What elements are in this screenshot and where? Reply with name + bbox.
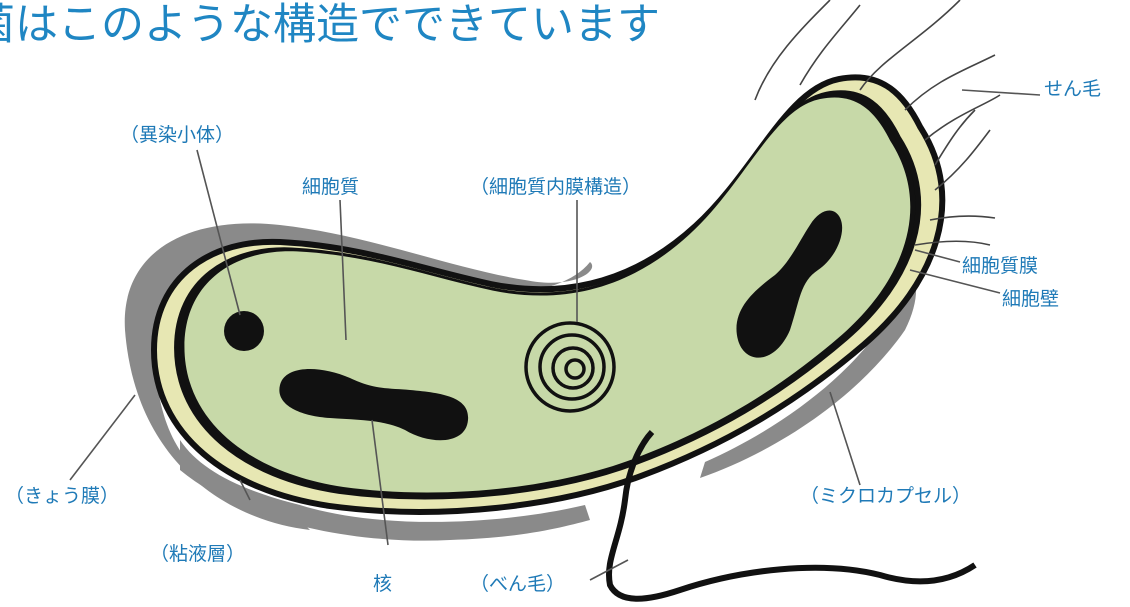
label-capsule: （きょう膜） <box>5 485 120 507</box>
label-flagellum: （べん毛） <box>470 573 566 595</box>
volutin-granule <box>224 311 264 351</box>
capsule <box>124 223 593 530</box>
label-cell-wall: 細胞壁 <box>1002 288 1060 310</box>
label-nucleus: 核 <box>373 573 393 595</box>
pili <box>754 0 1001 246</box>
inclusion-body <box>736 210 843 358</box>
label-mesosome: （細胞質内膜構造） <box>470 176 642 198</box>
label-slime-layer: （粘液層） <box>150 543 246 565</box>
label-cytoplasm: 細胞質 <box>302 176 360 198</box>
mesosome <box>524 321 616 413</box>
label-cytoplasmic-membrane: 細胞質膜 <box>962 255 1039 277</box>
page-title: 菌はこのような構造でできています <box>0 0 660 50</box>
label-microcapsule: （ミクロカプセル） <box>800 485 972 507</box>
label-pili: せん毛 <box>1044 78 1102 100</box>
slime-layer <box>180 440 590 541</box>
flagellum <box>606 429 977 602</box>
nucleus <box>279 368 469 441</box>
microcapsule <box>700 280 917 478</box>
leader-lines <box>69 89 1041 581</box>
label-volutin: （異染小体） <box>120 124 235 146</box>
